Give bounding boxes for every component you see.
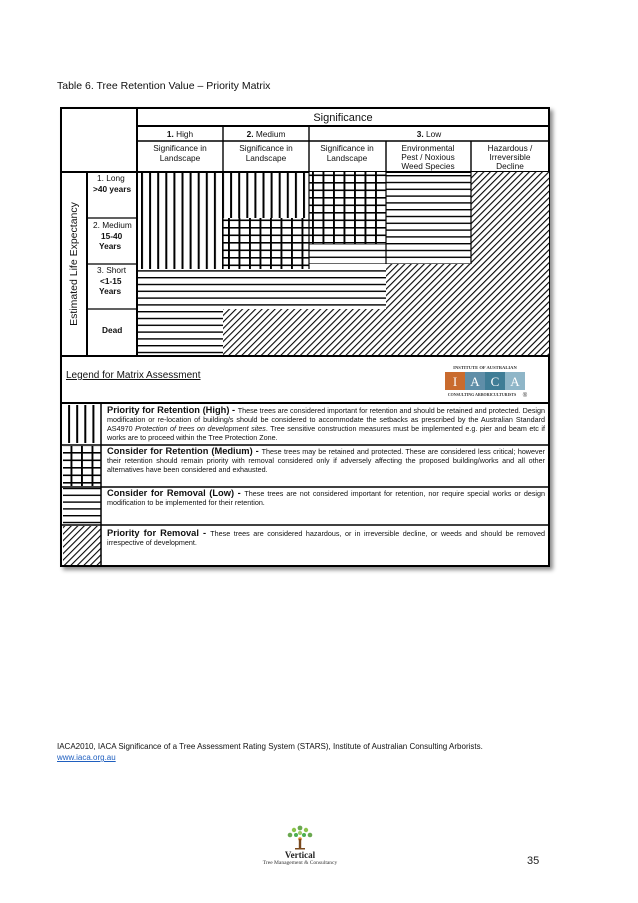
subhead-weed-line3: Weed Species: [401, 161, 454, 171]
iaca-letter-2: A: [470, 374, 480, 389]
company-name: Vertical: [284, 850, 316, 860]
row-long-label: 1. Long: [97, 173, 125, 183]
row-short-years-unit: Years: [99, 286, 122, 296]
subhead-medium-line1: Significance in: [239, 143, 293, 153]
table-caption: Table 6. Tree Retention Value – Priority…: [57, 80, 271, 92]
iaca-logo: INSTITUTE OF AUSTRALIAN I A C A CONSULTI…: [440, 363, 530, 399]
legend-item-priority-removal: Priority for Removal - These trees are c…: [107, 528, 545, 547]
subhead-high-line1: Significance in: [153, 143, 207, 153]
subhead-weed-line2: Pest / Noxious: [401, 152, 455, 162]
company-tagline: Tree Management & Consultancy: [262, 860, 338, 866]
legend-item-retention-medium: Consider for Retention (Medium) - These …: [107, 446, 545, 474]
registered-mark: ®: [523, 392, 528, 399]
iaca-letter-1: I: [453, 374, 457, 389]
legend-heading-medium: Consider for Retention (Medium): [107, 446, 253, 456]
column-high-header: 1. High: [167, 129, 194, 139]
iaca-logo-bottom: CONSULTING ARBORICULTURISTS: [448, 392, 517, 397]
life-expectancy-axis-label: Estimated Life Expectancy: [68, 201, 80, 325]
page-number: 35: [527, 855, 540, 867]
subhead-low-line1: Significance in: [320, 143, 374, 153]
row-medium-years-unit: Years: [99, 241, 122, 251]
legend-heading-low: Consider for Removal (Low): [107, 488, 235, 498]
subhead-weed-line1: Environmental: [401, 143, 454, 153]
row-short-years: <1-15: [100, 276, 122, 286]
subhead-hazard-line3: Decline: [496, 161, 524, 171]
subhead-high-line2: Landscape: [160, 153, 201, 163]
priority-matrix-figure: Significance 1. High 2. Medium 3. Low Si…: [60, 107, 550, 567]
iaca-letter-3: C: [491, 374, 500, 389]
priority-matrix: Significance 1. High 2. Medium 3. Low Si…: [60, 107, 550, 567]
column-low-header: 3. Low: [417, 129, 442, 139]
row-medium-years: 15-40: [101, 231, 123, 241]
subhead-medium-line2: Landscape: [246, 153, 287, 163]
iaca-letter-4: A: [510, 374, 520, 389]
subhead-low-line2: Landscape: [327, 153, 368, 163]
legend-heading-removal: Priority for Removal: [107, 528, 199, 538]
row-long-years: >40 years: [93, 184, 131, 194]
tree-logo-icon: [287, 825, 313, 850]
reference-note: IACA2010, IACA Significance of a Tree As…: [57, 741, 581, 763]
row-medium-label: 2. Medium: [93, 220, 132, 230]
column-medium-header: 2. Medium: [247, 129, 286, 139]
significance-title: Significance: [313, 112, 372, 124]
company-logo: Vertical Tree Management & Consultancy: [250, 823, 390, 871]
iaca-link[interactable]: www.iaca.org.au: [57, 753, 116, 762]
row-short-label: 3. Short: [97, 265, 127, 275]
legend-item-removal-low: Consider for Removal (Low) - These trees…: [107, 488, 545, 507]
iaca-logo-top: INSTITUTE OF AUSTRALIAN: [453, 365, 517, 370]
legend-item-retention-high: Priority for Retention (High) - These tr…: [107, 405, 546, 442]
subhead-hazard-line2: Irreversible: [489, 152, 530, 162]
subhead-hazard-line1: Hazardous /: [488, 143, 533, 153]
reference-text: IACA2010, IACA Significance of a Tree As…: [57, 742, 483, 751]
legend-title: Legend for Matrix Assessment: [66, 370, 201, 381]
row-dead-label: Dead: [102, 325, 122, 335]
legend-heading-high: Priority for Retention (High): [107, 405, 230, 415]
